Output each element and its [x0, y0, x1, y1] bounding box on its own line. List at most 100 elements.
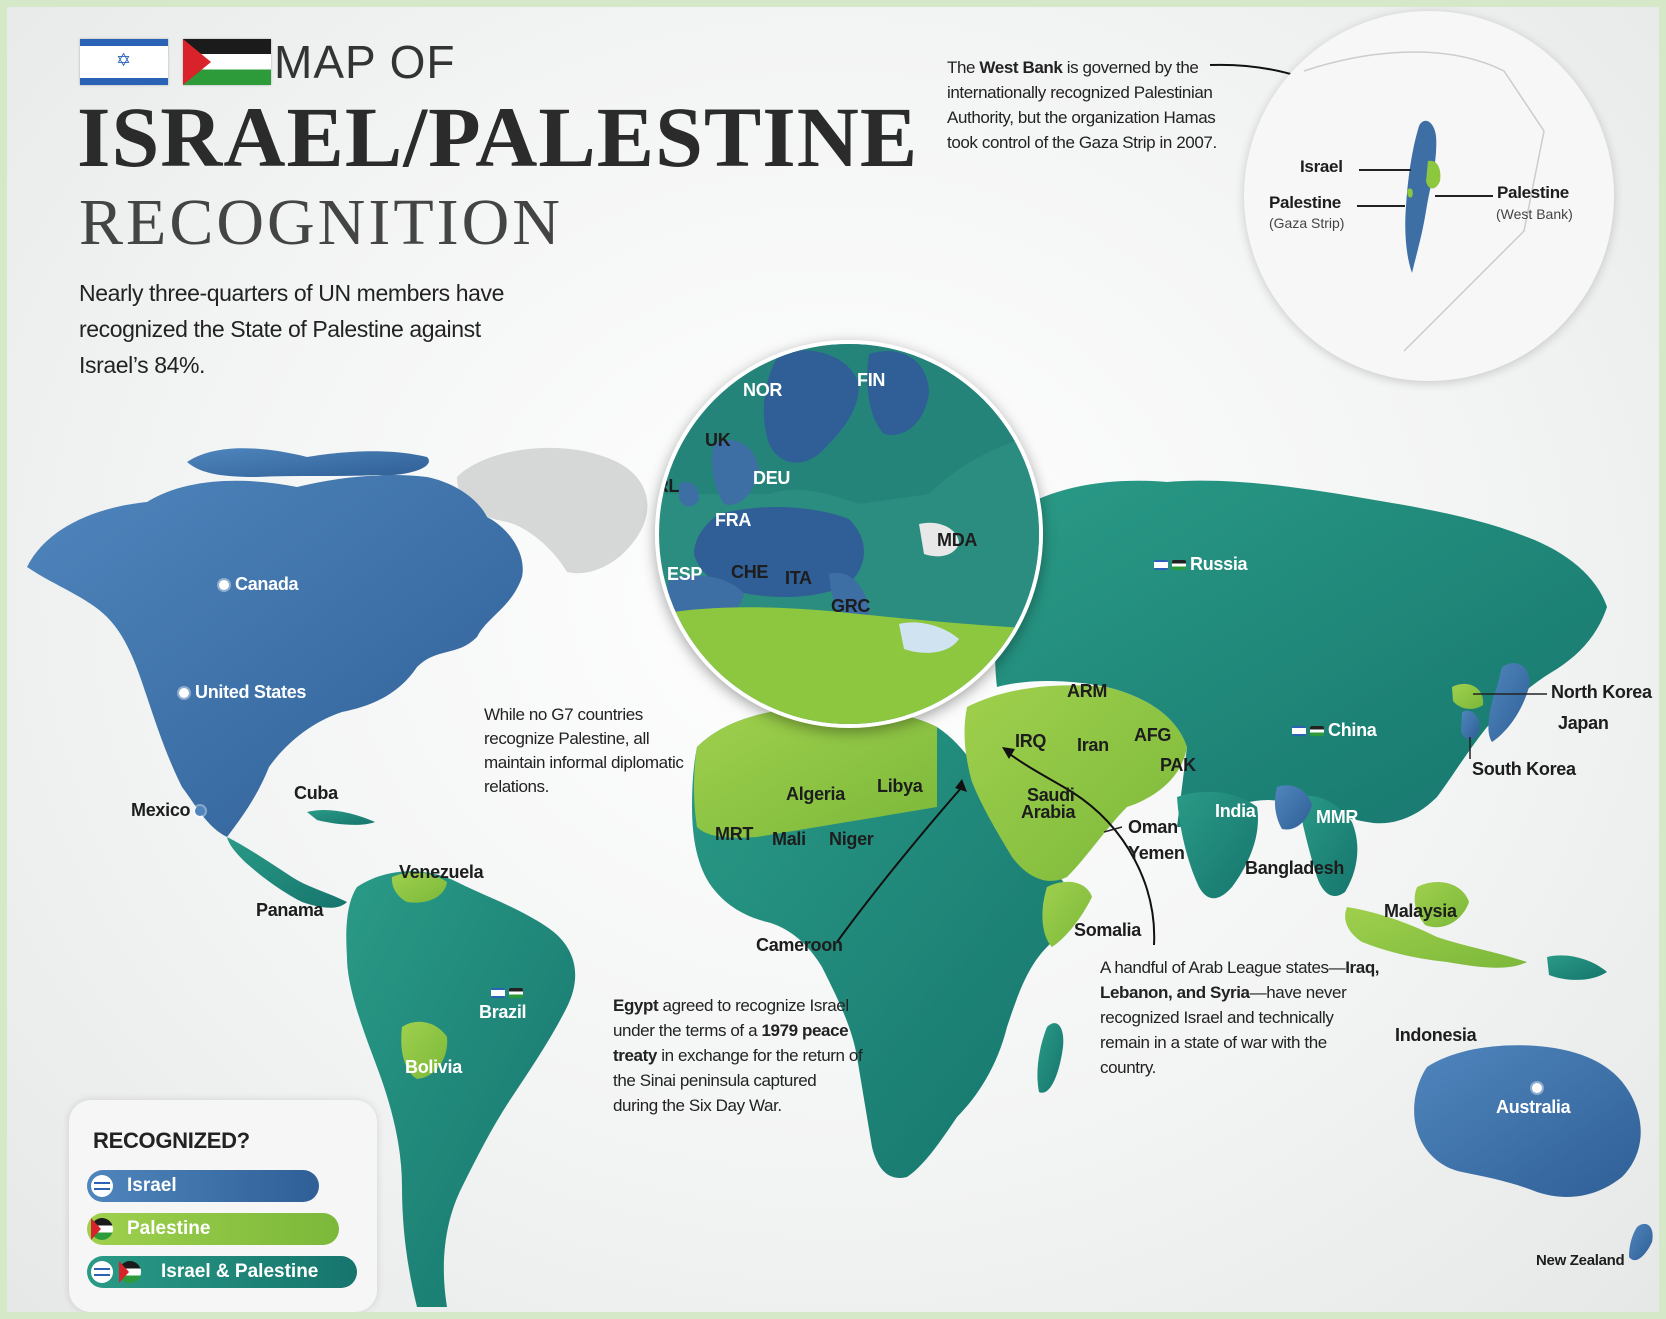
note-west-bank: The West Bank is governed by the interna…: [947, 58, 1217, 152]
label-united-states: United States: [179, 682, 306, 703]
label-iran: Iran: [1077, 735, 1109, 755]
north-america-shape: [27, 475, 523, 837]
middle-east-shape: [964, 685, 1187, 881]
israel-flag-icon: [91, 1175, 113, 1197]
label-afg: AFG: [1134, 725, 1172, 745]
bolivia-shape: [401, 1021, 448, 1079]
map-frame: ✡ MAP OF ISRAEL/PALESTINE RECOGNITION Ne…: [7, 7, 1659, 1312]
note-g7: While no G7 countries recognize Palestin…: [484, 705, 684, 796]
inset-label-palestine-gaza: Palestine: [1269, 193, 1341, 212]
legend-item-both: Israel & Palestine: [87, 1256, 357, 1288]
flag-palestine-header: [183, 39, 271, 85]
legend: RECOGNIZED? Israel Palestine Israel & Pa…: [69, 1100, 377, 1312]
madagascar-shape: [1037, 1023, 1064, 1093]
label-saudi-arabia-1: Saudi: [1027, 785, 1075, 805]
inset-leader-gaza: [1357, 205, 1405, 207]
label-che: CHE: [731, 562, 769, 582]
north-korea-shape: [1452, 683, 1484, 709]
inset-leader-israel: [1359, 169, 1411, 171]
palestine-flag-icon: [119, 1261, 141, 1283]
label-india: India: [1215, 801, 1256, 821]
greenland-shape: [457, 447, 648, 574]
israel-marker-icon: [194, 806, 205, 817]
label-nor: NOR: [743, 380, 783, 400]
label-uk: UK: [705, 430, 731, 450]
north-africa-palestine-shape: [694, 707, 937, 838]
label-deu: DEU: [753, 468, 791, 488]
label-bolivia: Bolivia: [405, 1057, 462, 1077]
indonesia-shape: [1345, 907, 1527, 968]
label-arm: ARM: [1067, 681, 1108, 701]
myanmar-shape: [1274, 785, 1312, 830]
label-mrt: MRT: [715, 824, 754, 844]
page-subtitle: RECOGNITION: [79, 186, 563, 259]
israel-marker-icon: [179, 688, 189, 699]
png-shape: [1547, 955, 1607, 980]
label-cuba: Cuba: [294, 783, 338, 803]
arrow-arab-head: [1002, 747, 1015, 759]
label-malaysia: Malaysia: [1384, 901, 1457, 921]
inset-label-israel: Israel: [1300, 157, 1343, 176]
israel-flag-icon: [91, 1261, 113, 1283]
label-esp: ESP: [667, 564, 703, 584]
south-america-shape: [346, 871, 576, 1307]
label-russia: Russia: [1154, 554, 1248, 575]
israel-flag-icon: [1292, 726, 1306, 737]
label-niger: Niger: [829, 829, 874, 849]
label-venezuela: Venezuela: [399, 862, 484, 882]
label-grc: GRC: [831, 596, 871, 616]
inset-israel-circle: [1244, 11, 1614, 381]
legend-title: RECOGNIZED?: [93, 1128, 250, 1153]
central-america-shape: [227, 837, 347, 908]
label-oman: Oman: [1128, 817, 1178, 837]
inset-leader-westbank: [1435, 195, 1493, 197]
label-cameroon: Cameroon: [756, 935, 843, 955]
venezuela-shape: [391, 872, 447, 903]
australia-shape: [1414, 1045, 1641, 1197]
label-ita: ITA: [785, 568, 812, 588]
cuba-shape: [307, 810, 375, 825]
japan-shape: [1488, 663, 1530, 742]
label-australia: Australia: [1496, 1083, 1571, 1118]
flag-israel-header: ✡: [80, 39, 168, 85]
se-asia-shape: [1297, 795, 1358, 897]
label-japan: Japan: [1558, 713, 1609, 733]
palestine-flag-icon: [91, 1218, 113, 1240]
arrow-egypt-head: [955, 779, 967, 792]
arrow-egypt: [836, 786, 963, 943]
label-somalia: Somalia: [1074, 920, 1141, 940]
new-zealand-shape: [1629, 1223, 1653, 1261]
label-irq: IRQ: [1015, 731, 1047, 751]
both-marker-icon: [491, 982, 527, 1003]
legend-item-israel: Israel: [87, 1170, 319, 1202]
label-mali: Mali: [772, 829, 806, 849]
label-yemen: Yemen: [1128, 843, 1185, 863]
label-fra: FRA: [715, 510, 752, 530]
label-brazil: Brazil: [479, 988, 527, 1023]
label-china: China: [1292, 720, 1377, 741]
south-korea-shape: [1461, 710, 1480, 740]
israel-marker-icon: [219, 580, 229, 591]
inset-israel-map: [1303, 51, 1545, 352]
inset-label-westbank-sub: (West Bank): [1496, 206, 1573, 222]
label-mda: MDA: [937, 530, 978, 550]
arctic-islands-shape: [187, 448, 429, 477]
inset-label-gaza-sub: (Gaza Strip): [1269, 215, 1345, 231]
label-mexico: Mexico: [131, 800, 211, 821]
label-canada: Canada: [219, 574, 299, 595]
label-bangladesh: Bangladesh: [1245, 858, 1345, 878]
note-arab-league: A handful of Arab League states—Iraq, Le…: [1100, 958, 1380, 1077]
label-irl: IRL: [655, 476, 680, 496]
borneo-shape: [1414, 882, 1469, 928]
inset-europe-circle: NOR FIN UK IRL DEU FRA ESP CHE ITA GRC M…: [655, 340, 1043, 728]
note-egypt: Egypt agreed to recognize Israel under t…: [613, 996, 863, 1115]
inset-label-palestine-westbank: Palestine: [1497, 183, 1569, 202]
label-panama: Panama: [256, 900, 324, 920]
leader-arab-league: [1006, 751, 1156, 946]
legend-item-palestine: Palestine: [87, 1213, 339, 1245]
world-map: [27, 63, 1653, 1307]
label-south-korea: South Korea: [1472, 759, 1576, 779]
leader-oman: [1103, 826, 1123, 833]
label-fin: FIN: [857, 370, 886, 390]
palestine-flag-icon: [1172, 560, 1186, 571]
